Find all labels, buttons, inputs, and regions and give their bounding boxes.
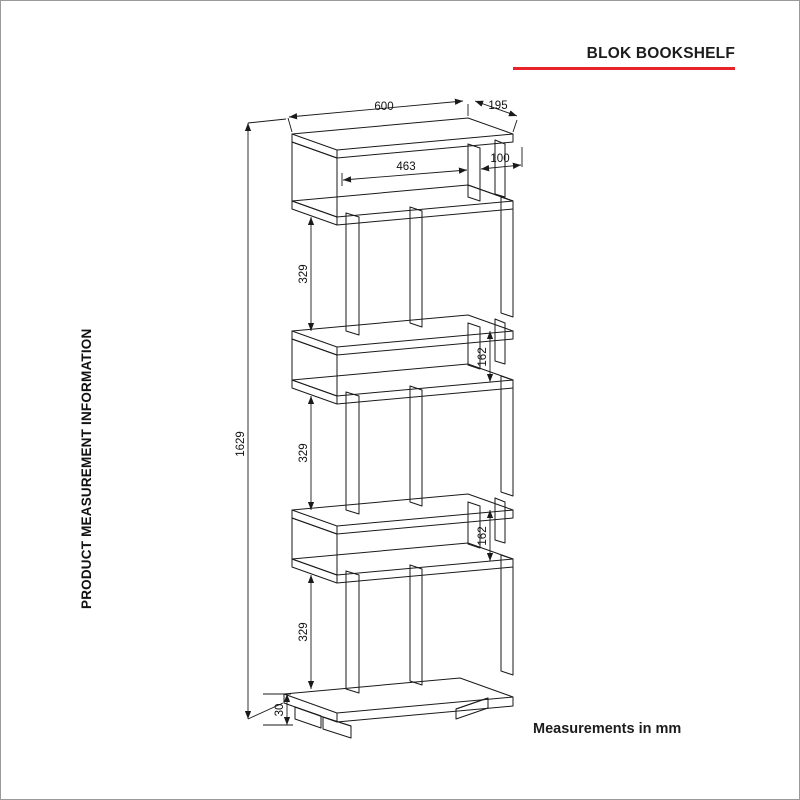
top-box-divider [467,143,481,202]
bookshelf-geometry [283,117,514,739]
dimline-depth-195 [474,100,518,117]
foot-left-front-top [294,706,322,717]
dimline-width-600 [288,98,464,120]
step-upper-left-panel [291,338,338,397]
shelf-3-front-edge [336,330,514,356]
bay2-mid-post [409,385,423,507]
step-lower-divider-top [467,501,481,507]
bay3-mid-post-top [409,564,423,570]
foot-left-front [294,706,322,729]
shelf-2-left-edge [291,200,338,226]
base-top-face [283,677,514,714]
shelf-6-left-edge [291,558,338,584]
top-box-divider-top [467,143,481,149]
shelf-top-left-edge [291,133,338,159]
top-box-left-panel [291,141,338,218]
bay3-mid-post [409,564,423,686]
foot-right-top [455,697,489,710]
bay3-right-panel-top [500,554,514,560]
bay2-left-post [345,391,360,515]
base-front-edge [336,696,514,723]
top-box-right-post [494,139,506,198]
bay1-left-post [345,212,360,336]
shelf-2-front-edge [336,200,514,226]
foot-left-rear-top [322,716,352,727]
top-box-right-post-top [494,139,506,145]
shelf-top-front-edge [336,133,514,159]
title-block: BLOK BOOKSHELF [513,45,735,70]
page-title: BLOK BOOKSHELF [586,45,735,62]
label-bay-1: 329 [298,264,310,283]
label-bay-3: 329 [298,622,310,641]
step-upper-right-post [494,318,506,365]
bay2-right-panel-top [500,375,514,381]
bay1-right-panel [500,196,514,318]
label-step-1: 162 [477,347,489,366]
shelf-5-front-edge [336,509,514,535]
label-offset: 100 [490,153,509,165]
label-plinth: 30 [274,704,286,717]
shelf-4-left-edge [291,379,338,405]
base-left-edge [283,693,338,723]
bay3-left-post [345,570,360,694]
shelf-3-left-edge [291,330,338,356]
bay3-left-post-top [345,570,360,576]
shelf-5-left-edge [291,509,338,535]
shelf-4-front-edge [336,379,514,405]
label-depth: 195 [488,100,507,112]
label-bay-2: 329 [298,443,310,462]
ext-1629-top [247,118,287,124]
ext-1629-bottom [247,702,284,720]
step-upper-divider [467,322,481,370]
step-upper-right-post-top [494,318,506,324]
bay1-left-post-top [345,212,360,218]
step-upper-divider-top [467,322,481,328]
step-lower-right-post-top [494,497,506,503]
bay2-left-post-top [345,391,360,397]
bay1-mid-post-top [409,206,423,212]
dimline-offset-100 [480,162,522,172]
bay1-mid-post [409,206,423,328]
bay3-right-panel [500,554,514,676]
step-lower-right-post [494,497,506,544]
shelf-6-front-edge [336,558,514,584]
label-span: 463 [396,161,415,173]
step-lower-left-panel [291,517,338,576]
step-lower-divider [467,501,481,549]
units-note: Measurements in mm [533,721,682,737]
bay2-right-panel [500,375,514,497]
bay2-mid-post-top [409,385,423,391]
dimension-labels: 600 195 463 100 1629 329 329 329 162 162… [235,100,510,716]
label-overall-height: 1629 [235,431,247,457]
label-width: 600 [374,101,393,113]
title-underline [513,67,735,70]
dimline-span-463 [342,167,468,183]
ext-top-right [512,119,518,133]
dimension-layer [244,98,523,726]
ext-top-left [287,117,293,133]
label-step-2: 162 [477,526,489,545]
bay1-right-panel-top [500,196,514,202]
